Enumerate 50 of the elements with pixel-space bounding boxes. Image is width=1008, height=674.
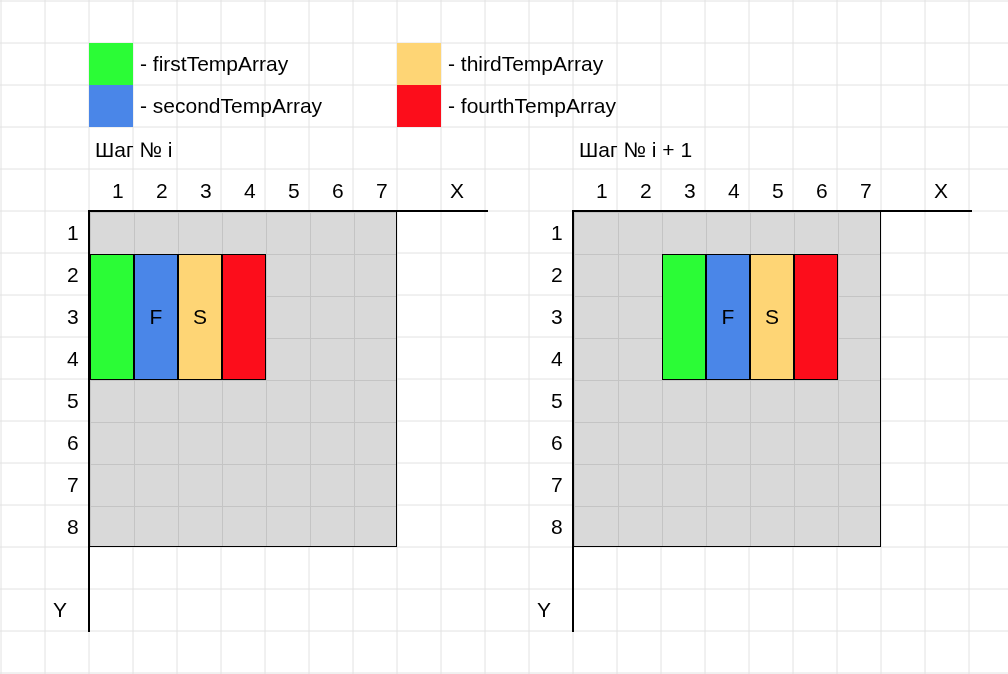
y-tick-label: 8: [551, 515, 563, 539]
y-tick-label: 1: [67, 221, 79, 245]
y-tick-label: 4: [67, 347, 79, 371]
y-tick-label: 3: [67, 305, 79, 329]
y-tick-label: 6: [551, 431, 563, 455]
x-tick-label: 3: [200, 179, 212, 203]
legend-label: - fourthTempArray: [448, 94, 617, 118]
y-tick-label: 7: [67, 473, 79, 497]
y-tick-label: 2: [551, 263, 563, 287]
x-axis-title: X: [450, 179, 464, 203]
y-axis-title: Y: [537, 598, 551, 622]
y-tick-label: 5: [67, 389, 79, 413]
x-tick-label: 1: [112, 179, 124, 203]
array-bar: [90, 254, 134, 380]
step-heading: Шаг № i + 1: [579, 138, 693, 162]
legend-label: - thirdTempArray: [448, 52, 604, 76]
legend-label: - firstTempArray: [140, 52, 289, 76]
x-tick-label: 5: [288, 179, 300, 203]
x-tick-label: 7: [860, 179, 872, 203]
y-tick-label: 6: [67, 431, 79, 455]
y-tick-label: 4: [551, 347, 563, 371]
x-tick-label: 6: [816, 179, 828, 203]
array-bar: S: [178, 254, 222, 380]
y-tick-label: 1: [551, 221, 563, 245]
array-bar: [662, 254, 706, 380]
array-bar: F: [706, 254, 750, 380]
legend-label: - secondTempArray: [140, 94, 323, 118]
y-tick-label: 2: [67, 263, 79, 287]
y-axis-title: Y: [53, 598, 67, 622]
array-bar: S: [750, 254, 794, 380]
x-tick-label: 2: [156, 179, 168, 203]
grid-board: [573, 211, 881, 547]
y-tick-label: 7: [551, 473, 563, 497]
x-axis-title: X: [934, 179, 948, 203]
x-tick-label: 7: [376, 179, 388, 203]
grid-board: [89, 211, 397, 547]
y-tick-label: 3: [551, 305, 563, 329]
array-bar: [222, 254, 266, 380]
y-tick-label: 5: [551, 389, 563, 413]
x-tick-label: 3: [684, 179, 696, 203]
x-tick-label: 4: [728, 179, 740, 203]
x-tick-label: 1: [596, 179, 608, 203]
x-tick-label: 2: [640, 179, 652, 203]
array-bar: [794, 254, 838, 380]
step-heading: Шаг № i: [95, 138, 173, 162]
x-tick-label: 4: [244, 179, 256, 203]
x-tick-label: 6: [332, 179, 344, 203]
array-bar: F: [134, 254, 178, 380]
x-tick-label: 5: [772, 179, 784, 203]
y-tick-label: 8: [67, 515, 79, 539]
